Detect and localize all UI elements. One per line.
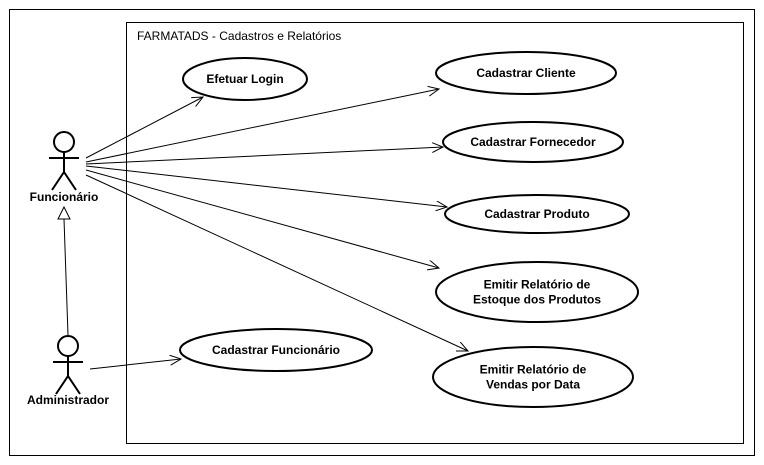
association-funcionario-fornecedor xyxy=(85,147,443,165)
association-funcionario-estoque xyxy=(85,169,439,268)
actor-head xyxy=(57,335,79,357)
generalization-triangle xyxy=(57,205,71,220)
system-boundary-box xyxy=(126,22,744,444)
association-funcionario-login xyxy=(85,97,203,159)
use-case-cliente: Cadastrar Cliente xyxy=(435,51,617,95)
generalization-line xyxy=(63,218,69,336)
use-case-ellipse xyxy=(432,346,634,408)
use-cases: Efetuar Login Cadastrar ClienteCadastrar … xyxy=(179,51,639,408)
use-case-fornecedor: Cadastrar Fornecedor xyxy=(442,121,624,163)
use-case-label: Emitir Relatório de xyxy=(484,278,591,292)
use-case-label: Cadastrar Cliente xyxy=(476,66,576,80)
use-case-label: Vendas por Data xyxy=(486,378,580,392)
use-case-label: Cadastrar Funcionário xyxy=(212,343,340,357)
use-case-ellipse xyxy=(435,51,617,95)
use-case-label: Emitir Relatório de xyxy=(480,363,587,377)
actor-funcionario: Funcionário xyxy=(30,131,99,204)
system-boundary-title: FARMATADS - Cadastros e Relatórios xyxy=(137,29,341,43)
use-case-funcionario_uc: Cadastrar Funcionário xyxy=(179,328,373,372)
actor-left-leg xyxy=(55,375,69,395)
outer-frame xyxy=(9,9,755,456)
actor-head xyxy=(53,131,75,153)
use-case-label: Efetuar Login xyxy=(206,72,283,86)
use-case-ellipse xyxy=(182,57,308,101)
association-funcionario-cliente xyxy=(85,89,439,163)
use-case-label: Cadastrar Fornecedor xyxy=(470,135,596,149)
system-boundary: FARMATADS - Cadastros e Relatórios xyxy=(126,22,744,444)
actor-right-leg xyxy=(63,171,77,191)
actor-left-leg xyxy=(51,171,65,191)
actor-administrador: Administrador xyxy=(27,335,109,407)
association-funcionario-produto xyxy=(85,165,447,207)
use-case-ellipse xyxy=(179,328,373,372)
use-case-produto: Cadastrar Produto xyxy=(444,194,630,234)
use-case-label: Cadastrar Produto xyxy=(484,207,589,221)
use-case-ellipse xyxy=(442,121,624,163)
actor-label: Funcionário xyxy=(30,190,99,204)
use-case-ellipse xyxy=(435,261,639,323)
actor-right-leg xyxy=(67,375,81,395)
use-case-ellipse xyxy=(444,194,630,234)
association-funcionario-vendas xyxy=(85,174,468,351)
use-case-label: Estoque dos Produtos xyxy=(473,293,601,307)
association-administrador-funcionario_uc xyxy=(89,359,181,370)
use-case-login: Efetuar Login xyxy=(182,57,308,101)
generalization-administrador-funcionario xyxy=(57,205,71,336)
relationships xyxy=(57,89,468,370)
actor-label: Administrador xyxy=(27,393,109,407)
